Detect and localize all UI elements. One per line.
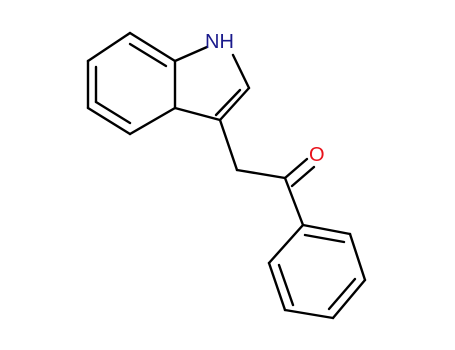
- bond: [173, 45, 209, 63]
- double-bond-inner: [128, 42, 168, 68]
- bond: [267, 261, 287, 312]
- bond: [218, 118, 239, 172]
- double-bond-inner: [303, 233, 346, 244]
- nitrogen-label: NH: [205, 31, 234, 53]
- bond: [231, 53, 251, 90]
- double-bond-inner: [277, 263, 295, 307]
- indole-pyrrole-ring: [173, 45, 251, 122]
- oxygen-label: O: [309, 144, 325, 166]
- bond: [331, 278, 367, 320]
- bond: [86, 31, 132, 63]
- bond: [173, 106, 222, 122]
- bond: [128, 106, 177, 136]
- double-bond-inner: [214, 88, 242, 117]
- carbonyl-group: [283, 157, 316, 227]
- bond: [218, 86, 251, 122]
- bond: [290, 165, 316, 188]
- double-bond-inner: [327, 277, 357, 311]
- bond: [348, 232, 367, 282]
- indole-benzene-ring: [86, 31, 177, 136]
- bond: [283, 176, 305, 227]
- bond: [235, 168, 287, 180]
- phenyl-ring: [267, 223, 367, 320]
- bond: [301, 223, 352, 236]
- double-bond-inner: [94, 100, 132, 125]
- bond: [267, 223, 305, 265]
- bond: [86, 106, 132, 136]
- methylene-linker: [218, 118, 287, 180]
- bond: [283, 308, 335, 320]
- bond: [283, 157, 309, 180]
- bond: [128, 31, 177, 63]
